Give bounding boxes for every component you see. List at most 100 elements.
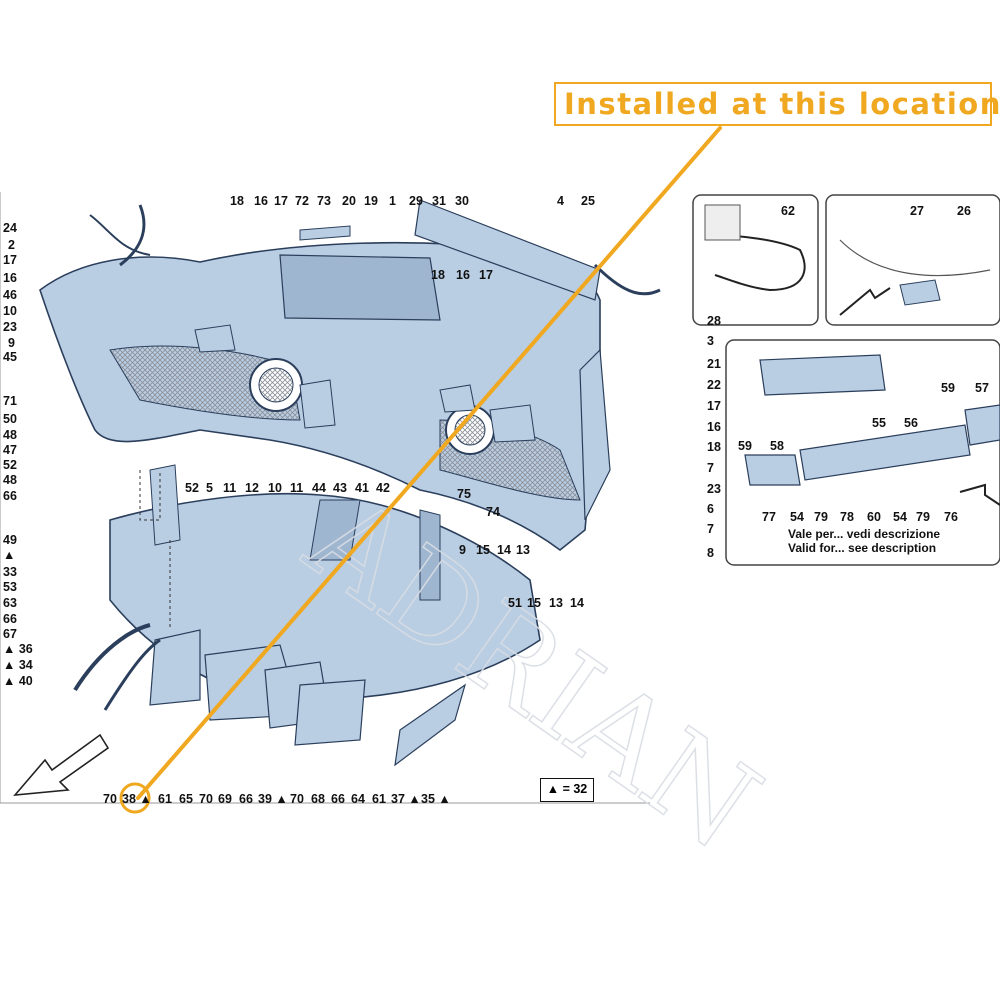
inset-27-26-frame [825,194,1000,326]
part-label: 17 [707,399,721,413]
part-label: 63 [3,596,17,610]
part-label: 8 [707,546,714,560]
part-label: ▲ 34 [3,658,33,672]
part-label: 11 [223,481,237,495]
part-label: 45 [3,350,17,364]
part-label: 69 [218,792,232,806]
inset-27-26-arrow [839,287,891,316]
part-label: 44 [312,481,326,495]
part-label: 54 [790,510,804,524]
part-label: ▲ [3,548,16,562]
part-label: 16 [707,420,721,434]
part-label: 68 [311,792,325,806]
inset-27-26-sketch [839,239,991,277]
part-label: 41 [355,481,369,495]
part-label: 26 [957,204,971,218]
part-label: 30 [455,194,469,208]
part-label: 20 [342,194,356,208]
inset-27-26-part [899,279,941,306]
diffuser-vent-center [309,499,361,561]
part-label: 28 [707,314,721,328]
part-label: 52 [185,481,199,495]
part-label: 46 [3,288,17,302]
part-label: 43 [333,481,347,495]
part-label: 49 [3,533,17,547]
callout-leader-line [136,126,722,800]
diagram-frame [0,192,650,804]
part-label: 56 [904,416,918,430]
inset-valid-block-76 [964,404,1000,446]
assembly-guide-1 [139,470,161,521]
part-label: 9 [8,336,15,350]
part-label: 77 [762,510,776,524]
part-label: 58 [770,439,784,453]
part-label: 9 [459,543,466,557]
part-label: 31 [432,194,446,208]
part-label: 62 [781,204,795,218]
triangle-legend: ▲ = 32 [540,778,594,802]
right-side-panel [579,348,611,521]
part-label: 65 [179,792,193,806]
part-label: 13 [516,543,530,557]
part-label: 13 [549,596,563,610]
part-label: 76 [944,510,958,524]
part-label: 50 [3,412,17,426]
part-label: 11 [290,481,304,495]
license-plate-recess [279,254,441,321]
part-label: 29 [409,194,423,208]
part-label: 70 [290,792,304,806]
left-bracket [194,324,236,353]
part-label: 18 [431,268,445,282]
left-diffuser-bracket [149,464,181,546]
center-support [299,379,336,429]
location-callout-box: Installed at this location [554,82,1000,126]
part-label: 79 [814,510,828,524]
part-label: 60 [867,510,881,524]
part-label: 53 [3,580,17,594]
part-label: 21 [707,357,721,371]
part-label: 15 [476,543,490,557]
part-label: 72 [295,194,309,208]
part-label: 61 [158,792,172,806]
part-label: 42 [376,481,390,495]
part-label: 27 [910,204,924,218]
part-label: ▲ 36 [3,642,33,656]
diffuser-fin-right [419,509,441,601]
front-direction-arrow [13,733,110,796]
part-label: 6 [707,502,714,516]
part-label: 10 [268,481,282,495]
part-label: 25 [581,194,595,208]
inset-62-bracket [704,204,741,241]
part-label: 79 [916,510,930,524]
part-label: 16 [3,271,17,285]
part-label: 67 [3,627,17,641]
part-label: 15 [527,596,541,610]
part-label: 19 [364,194,378,208]
part-label: 75 [457,487,471,501]
lower-cover-right [294,679,366,746]
inset-valid-block-77 [744,454,801,486]
part-label: 66 [3,612,17,626]
inset-valid-cross-member [759,354,886,396]
part-label: 17 [479,268,493,282]
validity-note-it: Vale per... vedi descrizione [788,527,941,541]
validity-note-en: Valid for... see description [788,541,937,555]
part-label: 61 [372,792,386,806]
part-label: 22 [707,378,721,392]
part-label: 14 [570,596,584,610]
inset-valid-beam-78 [799,424,971,481]
part-label: 39 ▲ [258,792,288,806]
part-label: 54 [893,510,907,524]
part-label: 71 [3,394,17,408]
part-label: 59 [738,439,752,453]
part-label: 17 [3,253,17,267]
part-label: 66 [331,792,345,806]
part-label: 7 [707,522,714,536]
inset-valid-arrow [959,483,1000,506]
part-label: 18 [707,440,721,454]
part-label: 73 [317,194,331,208]
part-label: ▲ 40 [3,674,33,688]
part-label: 51 [508,596,522,610]
left-exhaust-mesh [258,367,294,403]
